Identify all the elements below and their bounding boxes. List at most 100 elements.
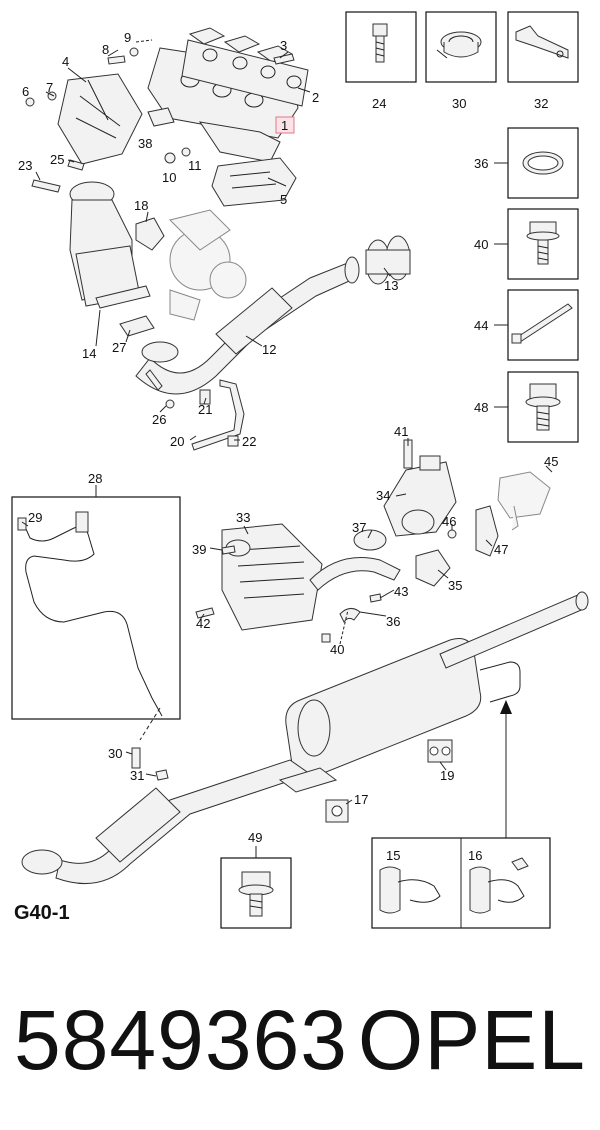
actuator-45-ghost bbox=[497, 471, 551, 531]
callout-19: 19 bbox=[440, 768, 454, 783]
heat-shield-upper bbox=[57, 73, 143, 165]
callout-2: 2 bbox=[312, 90, 319, 105]
callout-26: 26 bbox=[152, 412, 166, 427]
bolt-43 bbox=[369, 593, 382, 603]
callout-25: 25 bbox=[50, 152, 64, 167]
bolt-41 bbox=[403, 439, 413, 469]
bolt-21 bbox=[199, 389, 211, 405]
part-box-48: 48 bbox=[474, 371, 579, 443]
catalytic-converter-upper bbox=[69, 181, 151, 309]
callout-24: 24 bbox=[372, 96, 386, 111]
callout-43: 43 bbox=[394, 584, 408, 599]
bolt-30-31 bbox=[131, 747, 169, 781]
part-box-30: 30 bbox=[425, 11, 497, 111]
hanger-19 bbox=[427, 739, 453, 763]
part-number: 5849363 bbox=[14, 993, 349, 1087]
callout-4: 4 bbox=[62, 54, 69, 69]
callout-45: 45 bbox=[544, 454, 558, 469]
turbocharger-ghost bbox=[169, 209, 247, 321]
gasket-18 bbox=[135, 217, 165, 251]
part-box-40: 40 bbox=[474, 208, 579, 280]
bolt-40-mid bbox=[321, 633, 331, 643]
clamp-13 bbox=[365, 235, 411, 285]
callout-31: 31 bbox=[130, 768, 144, 783]
nut-10-11 bbox=[164, 147, 191, 164]
bolt-23 bbox=[31, 179, 61, 193]
callout-41: 41 bbox=[394, 424, 408, 439]
callout-21: 21 bbox=[198, 402, 212, 417]
callout-13: 13 bbox=[384, 278, 398, 293]
callout-15: 15 bbox=[386, 848, 400, 863]
callout-8: 8 bbox=[102, 42, 109, 57]
callout-18: 18 bbox=[134, 198, 148, 213]
callout-11: 11 bbox=[188, 158, 202, 173]
page-code: G40-1 bbox=[14, 902, 70, 924]
gasket-38 bbox=[147, 107, 175, 127]
callout-30-bottom: 30 bbox=[108, 746, 122, 761]
bolt-3 bbox=[273, 53, 295, 65]
callout-46: 46 bbox=[442, 514, 456, 529]
callout-10: 10 bbox=[162, 170, 176, 185]
egr-valve-34 bbox=[383, 455, 457, 537]
part-box-44: 44 bbox=[474, 289, 579, 361]
part-box-49: 49 bbox=[220, 830, 292, 929]
callout-9: 9 bbox=[124, 30, 131, 45]
callout-35: 35 bbox=[448, 578, 462, 593]
callout-39: 39 bbox=[192, 542, 206, 557]
callout-28: 28 bbox=[88, 471, 102, 486]
bolt-8-washer-9 bbox=[107, 47, 139, 65]
callout-labels: 2 3 4 5 6 7 8 9 10 11 12 13 14 17 18 19 … bbox=[18, 30, 558, 807]
part-box-24: 24 bbox=[345, 11, 417, 111]
callout-47: 47 bbox=[494, 542, 508, 557]
gasket-27 bbox=[119, 315, 155, 337]
gasket-35 bbox=[415, 549, 451, 587]
callout-14: 14 bbox=[82, 346, 96, 361]
brand-name: OPEL bbox=[357, 993, 586, 1087]
callout-23: 23 bbox=[18, 158, 32, 173]
callout-7: 7 bbox=[46, 80, 53, 95]
tailpipe-front bbox=[439, 591, 589, 669]
callout-49: 49 bbox=[248, 830, 262, 845]
detail-box-15-16: 15 16 bbox=[371, 837, 551, 929]
callout-29: 29 bbox=[28, 510, 42, 525]
stud-26 bbox=[145, 369, 175, 409]
callout-48: 48 bbox=[474, 400, 488, 415]
callout-16: 16 bbox=[468, 848, 482, 863]
leader-lines bbox=[21, 39, 553, 805]
callout-42: 42 bbox=[196, 616, 210, 631]
callout-38: 38 bbox=[138, 136, 152, 151]
bolt-39 bbox=[221, 545, 236, 555]
callout-6: 6 bbox=[22, 84, 29, 99]
callout-12: 12 bbox=[262, 342, 276, 357]
callout-27: 27 bbox=[112, 340, 126, 355]
intermediate-pipe bbox=[21, 759, 312, 884]
egr-cooler-33 bbox=[221, 523, 323, 631]
bracket-hook-rear bbox=[479, 661, 521, 703]
callout-36-box: 36 bbox=[474, 156, 488, 171]
callout-40-mid: 40 bbox=[330, 642, 344, 657]
heat-shield-lower bbox=[211, 157, 297, 207]
callout-22: 22 bbox=[242, 434, 256, 449]
callout-40-box: 40 bbox=[474, 237, 488, 252]
part-box-36: 36 bbox=[474, 127, 579, 199]
hanger-17 bbox=[325, 799, 349, 823]
bracket-47 bbox=[475, 505, 499, 557]
egr-pipe-37 bbox=[309, 529, 401, 591]
bolt-22 bbox=[227, 435, 239, 447]
callout-5: 5 bbox=[280, 192, 287, 207]
callout-3: 3 bbox=[280, 38, 287, 53]
callout-1: 1 bbox=[281, 118, 288, 133]
bracket-20 bbox=[191, 379, 245, 451]
callout-30-top: 30 bbox=[452, 96, 466, 111]
sensor-box-28 bbox=[11, 485, 181, 741]
pipe-36-mid bbox=[339, 608, 361, 623]
callout-37: 37 bbox=[352, 520, 366, 535]
callout-36-mid: 36 bbox=[386, 614, 400, 629]
heat-shield-rear bbox=[278, 767, 338, 793]
callout-17: 17 bbox=[354, 792, 368, 807]
highlighted-callout-1: 1 bbox=[275, 116, 295, 134]
exhaust-pipe-12 bbox=[135, 256, 360, 395]
callout-20: 20 bbox=[170, 434, 184, 449]
bolt-42 bbox=[195, 607, 215, 619]
